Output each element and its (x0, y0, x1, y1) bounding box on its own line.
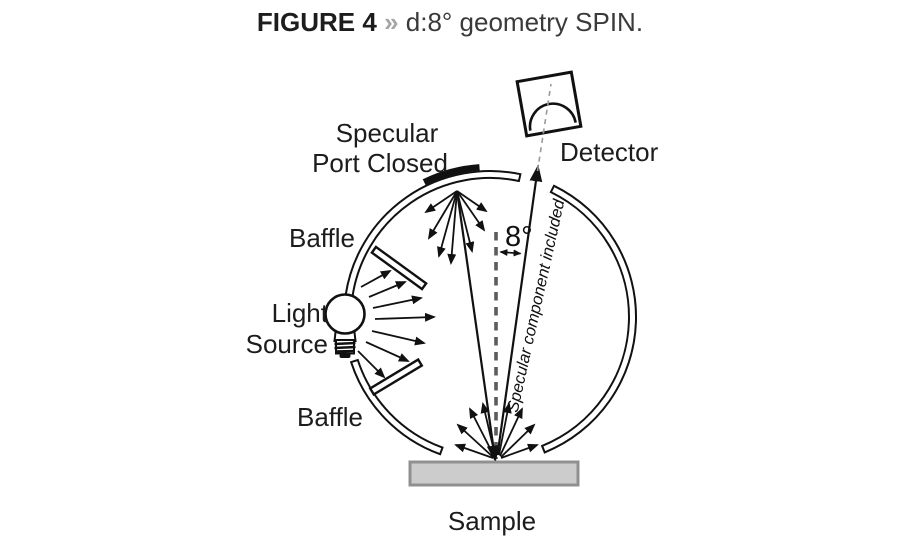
figure-number: FIGURE 4 (257, 7, 377, 37)
light-source-label-line2: Source (246, 329, 328, 359)
baffle-lower-label: Baffle (297, 402, 363, 432)
sphere-wall-top-left (344, 170, 522, 298)
specular-port-cover (422, 164, 480, 186)
light-source-label-line1: Light (272, 298, 329, 328)
figure-caption: FIGURE 4 » d:8° geometry SPIN. (257, 7, 643, 37)
light-bulb-icon (324, 293, 366, 358)
incident-specular-beam (455, 190, 500, 463)
sample-label: Sample (448, 506, 536, 536)
integrating-sphere-wall (344, 170, 637, 456)
baffle-lower (368, 357, 424, 397)
angle-double-arrow (499, 249, 522, 257)
specular-port-label-line2: Port Closed (312, 148, 448, 178)
detector-label: Detector (560, 137, 659, 167)
diagram-labels: Specular Port Closed Baffle Light Source… (246, 118, 659, 536)
sample-swatch (408, 460, 580, 487)
light-emission-arrows (357, 270, 436, 379)
caption-chevron-icon: » (384, 7, 398, 37)
figure-caption-text: d:8° geometry SPIN. (406, 7, 643, 37)
specular-beams (455, 164, 543, 463)
reflected-beam-to-detector (496, 164, 543, 456)
detector-icon (515, 70, 583, 138)
specular-port-label-line1: Specular (336, 118, 439, 148)
sphere-wall-right (540, 184, 637, 454)
baffle-upper-label: Baffle (289, 223, 355, 253)
angle-label: 8° (505, 221, 533, 253)
baffle-upper (370, 245, 428, 291)
sphere-wall-bottom-left (349, 358, 444, 456)
port-scatter-arrows (424, 190, 488, 265)
